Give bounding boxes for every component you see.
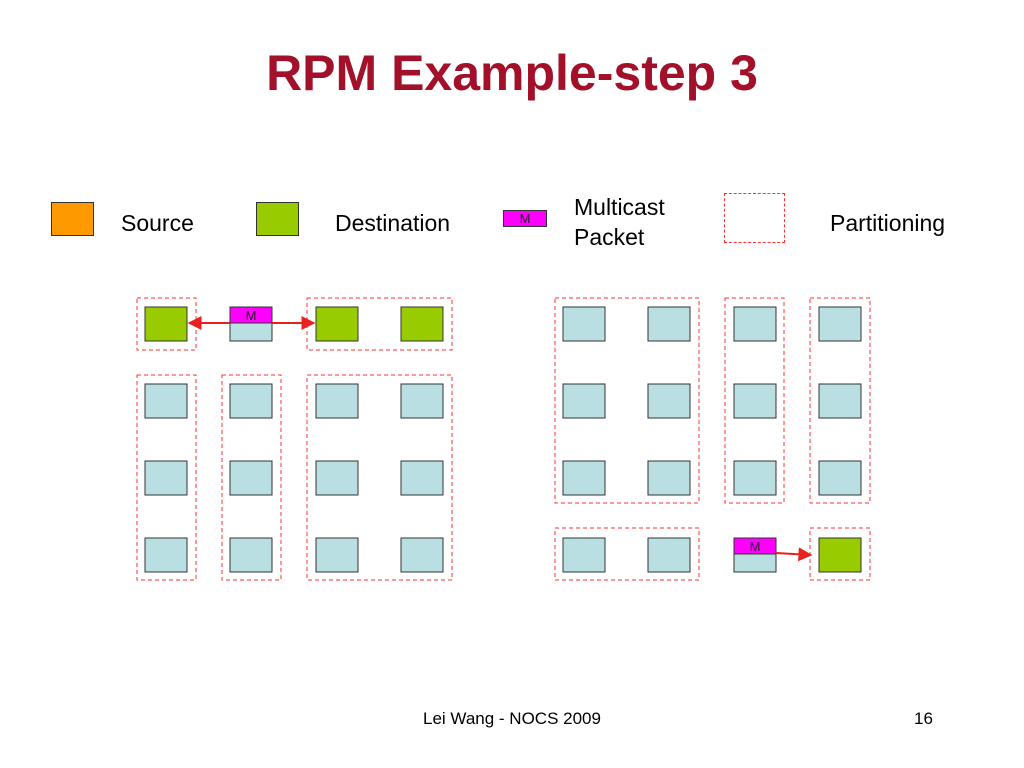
router-node: [144, 460, 188, 496]
packet-legend-swatch: M: [503, 210, 547, 227]
router-node: [315, 537, 359, 573]
router-node: [647, 383, 691, 419]
router-node: [562, 460, 606, 496]
multicast-packet: M: [229, 306, 273, 324]
router-node: [144, 537, 188, 573]
forward-arrow: [775, 547, 813, 562]
router-node: [818, 460, 862, 496]
router-node: [315, 460, 359, 496]
partitioning-legend-label: Partitioning: [830, 210, 946, 236]
router-node: [315, 383, 359, 419]
partition-region: [136, 374, 197, 581]
destination-legend-swatch: [256, 202, 299, 236]
packet-marker-label: M: [246, 308, 257, 323]
router-node: [229, 460, 273, 496]
packet-legend-marker: M: [519, 211, 531, 226]
partition-region: [809, 297, 871, 504]
router-node: [733, 460, 777, 496]
router-node: [647, 306, 691, 342]
router-node: [562, 537, 606, 573]
router-node: [400, 383, 444, 419]
multicast-packet: M: [733, 537, 777, 555]
partition-region: [554, 527, 700, 581]
partition-region: [554, 297, 700, 504]
router-node: [733, 383, 777, 419]
destination-node: [315, 306, 359, 342]
router-node: [400, 460, 444, 496]
partition-region: [306, 374, 453, 581]
router-node: [562, 383, 606, 419]
router-node: [647, 460, 691, 496]
router-node: [400, 537, 444, 573]
router-node: [144, 383, 188, 419]
slide-title: RPM Example-step 3: [266, 45, 758, 101]
multicast-legend-label-line1: Multicast: [574, 194, 665, 220]
destination-node: [818, 537, 862, 573]
partition-legend-swatch: [724, 193, 785, 243]
destination-node: [400, 306, 444, 342]
router-node: [647, 537, 691, 573]
router-node: [562, 306, 606, 342]
footer-text: Lei Wang - NOCS 2009: [423, 709, 601, 728]
router-node: [229, 537, 273, 573]
router-node: [229, 383, 273, 419]
source-legend-swatch: [51, 202, 94, 236]
partition-region: [724, 297, 785, 504]
source-legend-label: Source: [121, 210, 194, 236]
page-number: 16: [914, 709, 933, 728]
router-node: [818, 306, 862, 342]
destination-legend-label: Destination: [335, 210, 451, 236]
router-node: [733, 306, 777, 342]
partition-region: [221, 374, 282, 581]
packet-marker-label: M: [750, 539, 761, 554]
multicast-legend-label-line2: Packet: [574, 224, 645, 250]
router-node: [818, 383, 862, 419]
destination-node: [144, 306, 188, 342]
